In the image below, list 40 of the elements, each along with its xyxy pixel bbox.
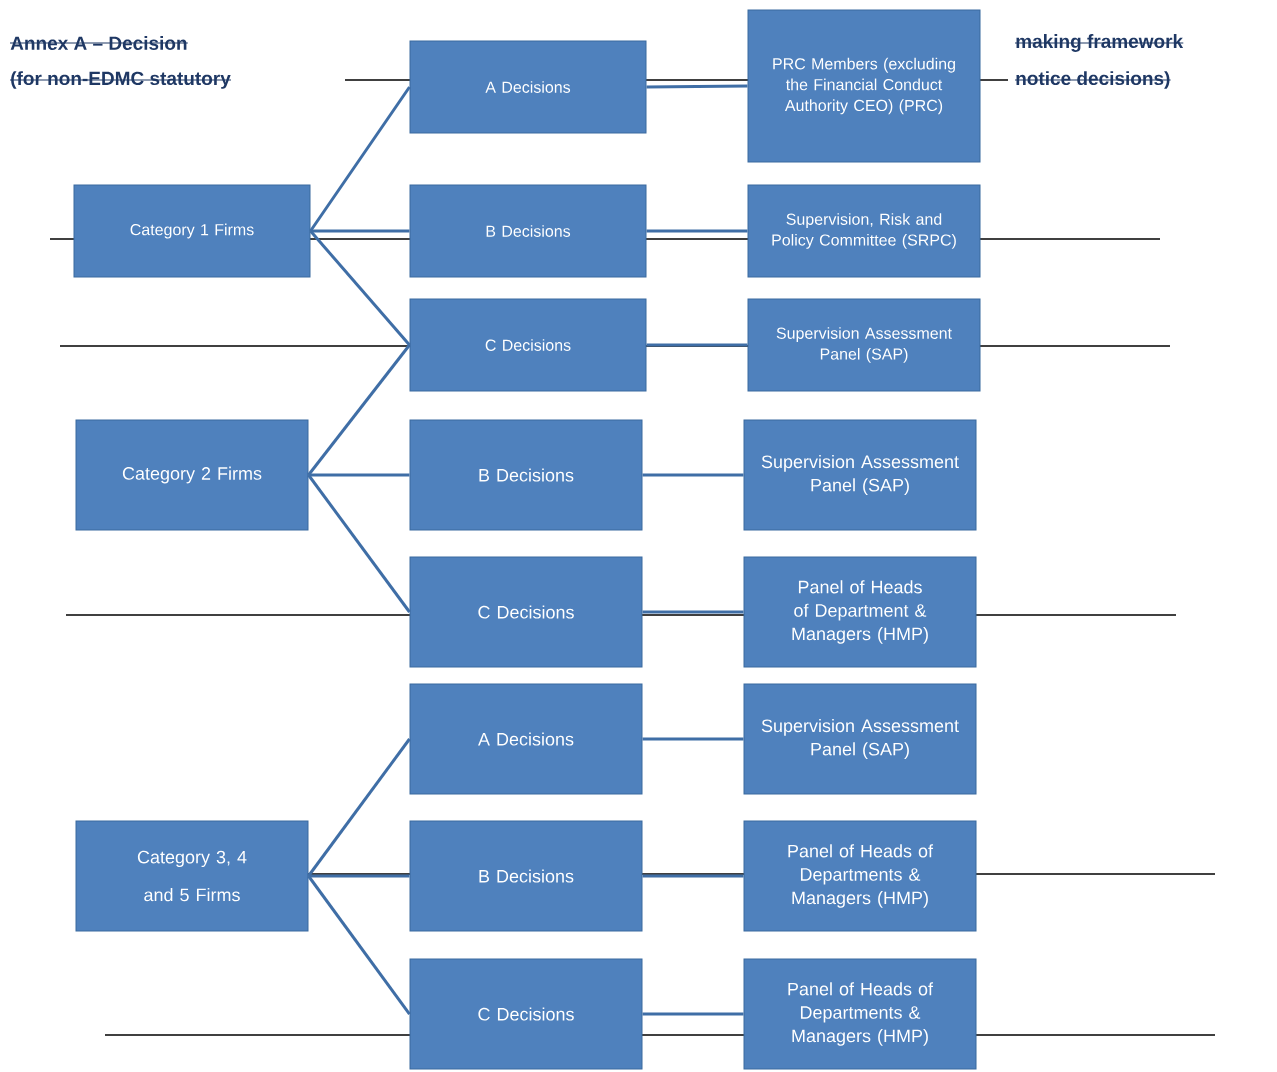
decision-box: B Decisions [409, 419, 643, 531]
decision-box: C Decisions [409, 958, 643, 1070]
committee-box: Panel of Heads of Department & Managers (HMP) [743, 556, 977, 668]
connector-line [307, 474, 411, 613]
category-box: Category 1 Firms [73, 184, 311, 278]
connector-line [646, 84, 748, 89]
connector-line [308, 473, 410, 477]
title-text: notice decisions) [1014, 71, 1172, 89]
decision-box: C Decisions [409, 556, 643, 668]
title-text: making framework [1014, 34, 1184, 52]
committee-box: Supervision Assessment Panel (SAP) [743, 683, 977, 795]
connector-line [642, 737, 744, 741]
connector-line [309, 230, 411, 346]
title-text: (for non-EDMC statutory [9, 71, 232, 89]
connector-line [309, 86, 411, 232]
connector-line [308, 874, 410, 878]
connector-line [642, 1012, 744, 1016]
decision-box: A Decisions [409, 683, 643, 795]
committee-box: Panel of Heads of Departments & Managers (HMP) [743, 820, 977, 932]
connector-line [646, 229, 748, 233]
connector-line [307, 875, 411, 1015]
connector-line [646, 343, 748, 347]
category-box: Category 2 Firms [75, 419, 309, 531]
committee-box: Supervision Assessment Panel (SAP) [747, 298, 981, 392]
committee-box: Panel of Heads of Departments & Managers (HMP) [743, 958, 977, 1070]
decision-box: B Decisions [409, 820, 643, 932]
decision-box: B Decisions [409, 184, 647, 278]
connector-line [307, 344, 411, 476]
decision-box: A Decisions [409, 40, 647, 134]
connector-line [642, 473, 744, 477]
connector-line [642, 874, 744, 878]
connector-line [642, 610, 744, 614]
committee-box: PRC Members (excluding the Financial Conduct Authority CEO) (PRC) [747, 9, 981, 163]
decision-box: C Decisions [409, 298, 647, 392]
committee-box: Supervision, Risk and Policy Committee (SRPC) [747, 184, 981, 278]
connector-line [310, 229, 410, 233]
category-box: Category 3, 4 and 5 Firms [75, 820, 309, 932]
committee-box: Supervision Assessment Panel (SAP) [743, 419, 977, 531]
connector-line [307, 738, 411, 877]
title-text: Annex A – Decision [9, 36, 189, 50]
